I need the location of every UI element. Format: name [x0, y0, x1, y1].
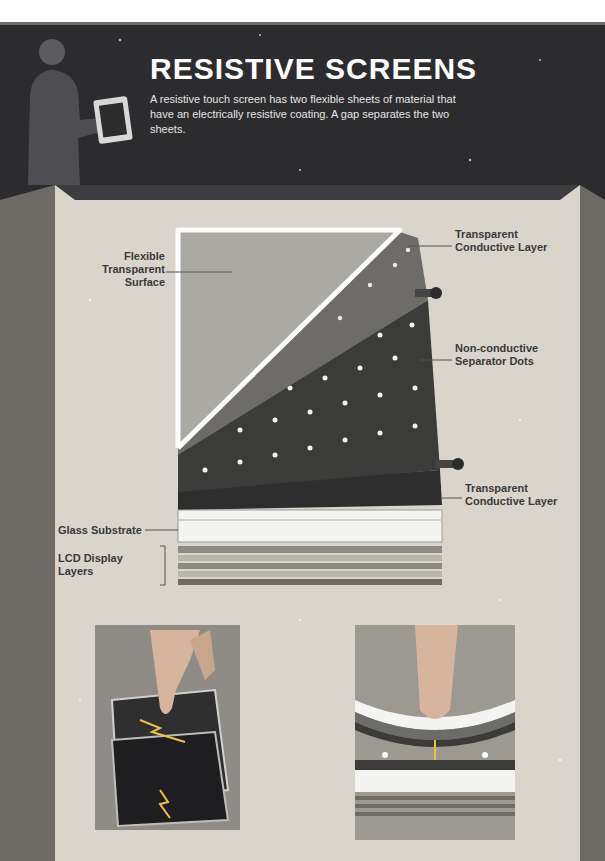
- glass-substrate: [178, 510, 442, 542]
- glass-line: [178, 519, 442, 521]
- part-label: Flexible Transparent Surface: [95, 250, 165, 289]
- touch-illustration: [95, 625, 240, 830]
- panel: [55, 180, 580, 861]
- leader-lines: [145, 246, 462, 585]
- header-band: [0, 25, 605, 200]
- cross-section: [355, 625, 515, 840]
- part-label: Transparent Conductive Layer: [455, 228, 565, 254]
- header-fold: [55, 185, 580, 200]
- layer-stack: [178, 230, 464, 585]
- part-label: LCD Display Layers: [58, 552, 158, 578]
- lcd-layers: [178, 546, 442, 585]
- page-title: RESISTIVE SCREENS: [150, 52, 580, 86]
- part-label: Glass Substrate: [58, 524, 148, 537]
- description-text: A resistive touch screen has two flexibl…: [150, 92, 480, 137]
- part-label: Non-conductive Separator Dots: [455, 342, 565, 368]
- connector-tabs: [415, 287, 464, 470]
- person-figure: [28, 39, 133, 185]
- surface-edge: [178, 230, 400, 448]
- flexible-surface: [178, 230, 400, 448]
- part-label: Transparent Conductive Layer: [465, 482, 570, 508]
- top-strip: [0, 0, 605, 22]
